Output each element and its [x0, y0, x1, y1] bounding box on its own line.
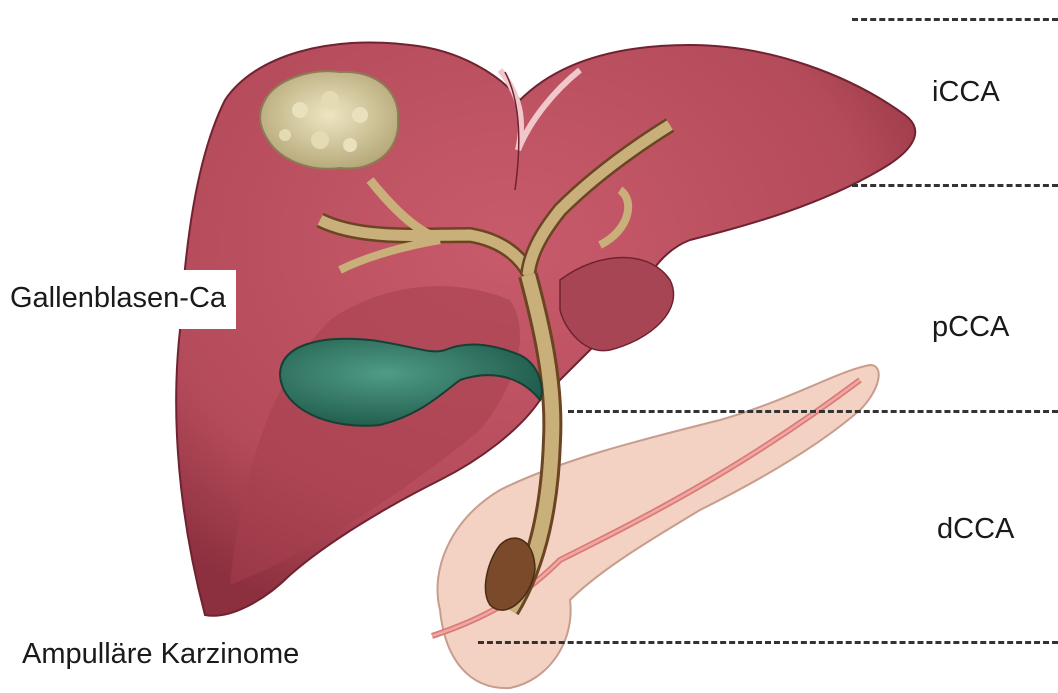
divider-icca-pcca [852, 184, 1058, 187]
dcca-label: dCCA [937, 515, 1014, 544]
gallbladder-cancer-label: Gallenblasen-Ca [0, 270, 236, 329]
divider-top [852, 18, 1058, 21]
ampullary-carcinoma-label: Ampulläre Karzinome [22, 640, 299, 669]
divider-pcca-dcca [568, 410, 1058, 413]
tumor-mass [260, 71, 398, 169]
icca-label: iCCA [932, 78, 1000, 107]
pcca-label: pCCA [932, 313, 1009, 342]
divider-bottom [478, 641, 1058, 644]
